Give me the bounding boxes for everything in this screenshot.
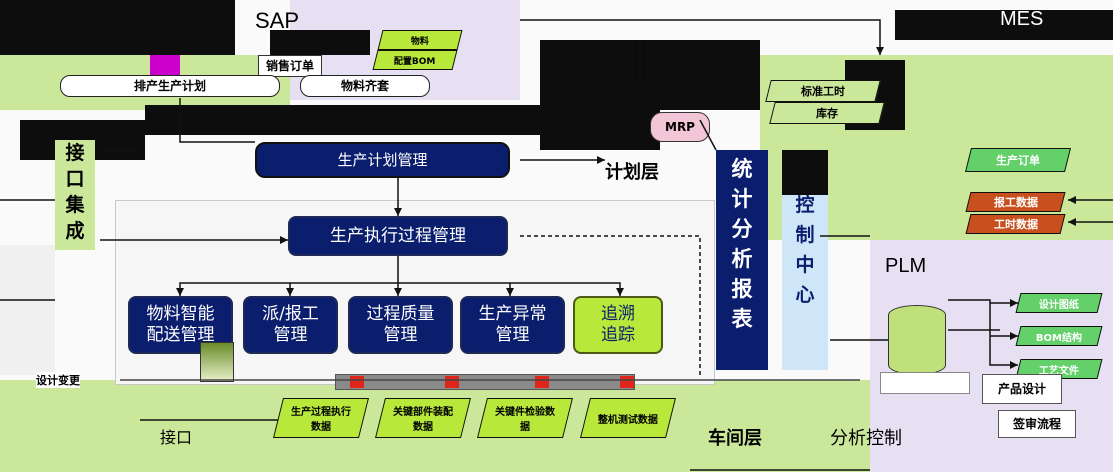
module-dispatch-report: 派/报工管理: [243, 296, 338, 354]
sap-banner-right: 物料齐套: [300, 75, 430, 97]
module-production-exception: 生产异常管理: [460, 296, 565, 354]
design-change-label: 设计变更: [36, 372, 80, 388]
plm-title: PLM: [885, 255, 927, 277]
plm-screen-icon: [880, 372, 970, 394]
plan-layer-label: 计划层: [605, 162, 659, 183]
sap-title: SAP: [255, 8, 300, 33]
left-side-panel: [0, 245, 55, 375]
plm-review-process-doc: 签审流程: [998, 410, 1076, 438]
module-traceability: 追溯追踪: [573, 296, 663, 354]
module-material-delivery: 物料智能配送管理: [128, 296, 233, 354]
red-marker-2: [445, 376, 459, 388]
analysis-control-label: 分析控制: [830, 428, 902, 449]
magenta-marker: [150, 55, 180, 75]
control-center-occluder: [782, 150, 828, 195]
interface-green-region: [0, 380, 140, 472]
module-process-quality: 过程质量管理: [348, 296, 453, 354]
black-block-center: [145, 105, 560, 135]
workshop-layer-label: 车间层: [708, 428, 762, 449]
red-marker-1: [350, 376, 364, 388]
black-block-upper-right: [660, 40, 760, 110]
execution-mgmt-box: 生产执行过程管理: [288, 216, 508, 256]
red-marker-3: [535, 376, 549, 388]
stats-report-column: 统计分析报表: [716, 150, 768, 370]
red-marker-4: [620, 376, 634, 388]
plm-product-design-doc: 产品设计: [982, 374, 1062, 404]
black-block-top-left: [0, 0, 235, 55]
device-icon: [200, 342, 234, 382]
black-block-mes-header: [895, 10, 1113, 40]
mrp-box: MRP: [650, 112, 710, 142]
equipment-strip: [335, 374, 635, 390]
mes-title: MES: [1000, 8, 1044, 30]
interface-label: 接口: [160, 428, 193, 447]
black-block-sap: [270, 30, 370, 55]
sales-order-box: 销售订单: [258, 55, 322, 77]
production-plan-mgmt-box: 生产计划管理: [255, 142, 510, 178]
sap-banner-left: 排产生产计划: [60, 75, 280, 97]
interface-integration-label: 接口集成: [55, 140, 95, 250]
